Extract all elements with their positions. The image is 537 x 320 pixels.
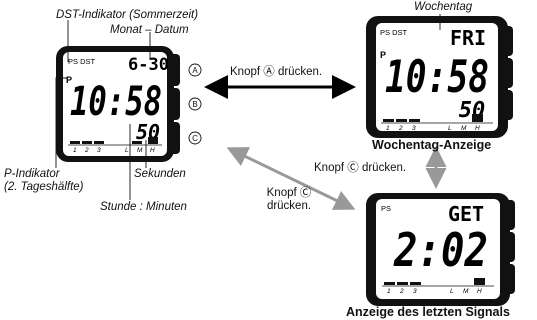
watch-left-indicators: PS DST: [68, 57, 96, 66]
watch-last-signal-display: [376, 199, 500, 299]
bar-label: L: [450, 288, 454, 295]
watch-left: PS DST 6-30 P 10:58 50 1 2 3 L M H: [56, 46, 180, 162]
watch-weekday-time: 10:58: [385, 52, 489, 103]
watch-left-time: 10:58: [70, 79, 162, 125]
watch-last-signal-indicators: PS: [381, 204, 391, 213]
bar-label: L: [448, 125, 452, 132]
label-hour-minute: Stunde : Minuten: [100, 201, 187, 213]
bar-label: 1: [387, 288, 391, 295]
label-press-a: Knopf Ⓐ drücken.: [230, 66, 323, 78]
bar-label: 1: [73, 147, 77, 154]
label-seconds: Sekunden: [134, 168, 186, 180]
bar-label: M: [137, 147, 143, 154]
watch-last-signal: PS GET 2:02 1 2 3 L M H: [366, 193, 515, 306]
button-letter-c: C: [192, 134, 198, 143]
bar-label: 3: [412, 125, 416, 132]
button-letter-b: B: [192, 100, 197, 109]
bar-label: L: [125, 147, 129, 154]
leader-lines-left: [55, 20, 151, 200]
label-last-signal-display: Anzeige des letzten Signals: [346, 305, 510, 319]
bar-label: H: [477, 288, 482, 295]
watch-left-display: [63, 52, 167, 156]
bar-label: 2: [399, 288, 404, 295]
bar-label: 1: [386, 125, 390, 132]
watch-left-date: 6-30: [128, 55, 169, 75]
label-weekday: Wochentag: [414, 1, 473, 13]
watch-weekday: PS DST FRI P 10:58 50 1 2 3 L M H: [366, 16, 513, 138]
label-press-c-right: Knopf Ⓒ drücken.: [314, 162, 407, 174]
watch-last-signal-mode: GET: [448, 202, 484, 226]
label-press-c-left-2: drücken.: [266, 200, 312, 212]
button-letter-a: A: [192, 66, 198, 75]
bar-label: 2: [84, 147, 89, 154]
label-p-indicator: P-Indikator: [4, 168, 60, 180]
label-dst-indicator: DST-Indikator (Sommerzeit): [56, 9, 199, 21]
bar-label: M: [463, 288, 469, 295]
arrow-left-to-last-signal: [226, 147, 356, 210]
watch-weekday-indicators: PS DST: [380, 28, 408, 37]
watch-left-pm-indicator: P: [66, 75, 72, 85]
label-month-date: Monat – Datum: [110, 24, 189, 36]
watch-weekday-display: [376, 23, 498, 131]
label-weekday-display: Wochentag-Anzeige: [372, 138, 492, 152]
watch-last-signal-time: 2:02: [393, 223, 488, 277]
bar-label: H: [150, 147, 155, 154]
label-p-indicator-note: (2. Tageshälfte): [4, 181, 84, 193]
bar-label: 3: [413, 288, 417, 295]
bar-label: 3: [97, 147, 101, 154]
watch-weekday-pm-indicator: P: [380, 50, 386, 60]
bar-label: 2: [398, 125, 403, 132]
bar-label: M: [461, 125, 467, 132]
watch-weekday-day: FRI: [450, 26, 486, 50]
bar-label: H: [475, 125, 480, 132]
label-press-c-left-1: Knopf Ⓒ: [266, 187, 312, 199]
